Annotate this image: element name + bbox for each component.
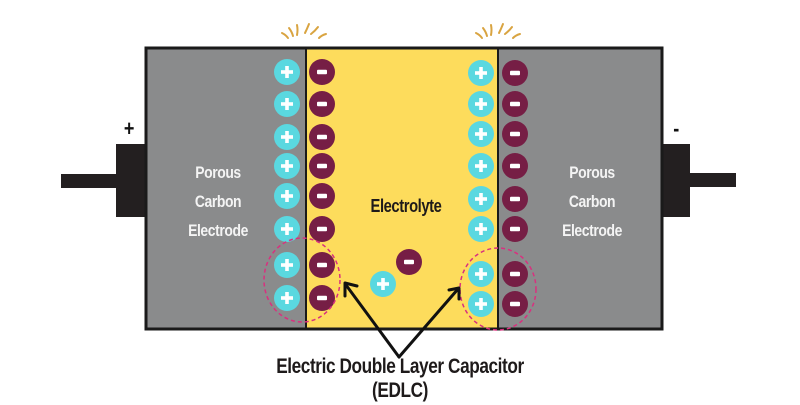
electrolyte-label: Electrolyte (370, 196, 442, 216)
left-electrode-label-line: Porous (195, 163, 241, 182)
right-terminal-plate (663, 144, 690, 217)
negative-ion-icon (502, 291, 528, 317)
negative-ion-icon (309, 153, 335, 179)
left-terminal-plate (116, 144, 146, 217)
positive-ion-icon (274, 91, 300, 117)
right-spark-icon (475, 23, 521, 39)
diagram-caption: Electric Double Layer Capacitor (EDLC) (276, 355, 524, 402)
right-electrode-label-line: Carbon (568, 192, 616, 211)
negative-ion-icon (502, 91, 528, 117)
positive-ion-icon (468, 91, 494, 117)
right-double-layer-highlight (459, 247, 537, 331)
left-electrode-label-line: Electrode (188, 221, 248, 240)
left-electrode-label: Porous Carbon Electrode (169, 158, 267, 245)
free-positive-ion-icon (370, 271, 396, 297)
negative-ion-icon (309, 124, 335, 150)
positive-ion-icon (274, 153, 300, 179)
positive-ion-icon (468, 216, 494, 242)
free-negative-ion-icon (396, 249, 422, 275)
positive-ion-icon (468, 186, 494, 212)
right-arrowhead-icon (447, 286, 461, 301)
negative-ion-icon (502, 60, 528, 86)
right-electrode-label-line: Electrode (562, 221, 622, 240)
right-electrode (498, 48, 662, 329)
left-electrode-label-line: Carbon (194, 192, 242, 211)
negative-ion-icon (309, 59, 335, 85)
negative-ion-icon (309, 252, 335, 278)
positive-ion-icon (468, 291, 494, 317)
positive-ion-icon (274, 285, 300, 311)
pointer-arrows (343, 281, 461, 359)
negative-ion-icon (502, 121, 528, 147)
left-arrowhead-icon (343, 281, 359, 298)
positive-ion-icon (274, 124, 300, 150)
negative-terminal-sign: - (673, 116, 679, 141)
capacitor-outline (144, 46, 664, 331)
positive-ion-icon (274, 216, 300, 242)
left-terminal-wire (61, 174, 118, 188)
negative-ion-icon (502, 261, 528, 287)
negative-ion-icon (309, 91, 335, 117)
electrolyte-region (306, 48, 498, 329)
positive-ion-icon (274, 183, 300, 209)
left-arrow (344, 283, 401, 359)
positive-ion-icon (468, 153, 494, 179)
negative-ion-icon (309, 183, 335, 209)
ions-layer (274, 59, 528, 317)
positive-ion-icon (468, 121, 494, 147)
positive-ion-icon (274, 252, 300, 278)
right-terminal-wire (689, 173, 736, 187)
negative-ion-icon (309, 285, 335, 311)
positive-terminal-sign: + (123, 116, 135, 141)
right-electrode-label-line: Porous (569, 163, 615, 182)
left-double-layer-highlight (263, 237, 341, 323)
right-electrode-label: Porous Carbon Electrode (543, 158, 641, 245)
negative-ion-icon (502, 153, 528, 179)
positive-ion-icon (468, 60, 494, 86)
positive-ion-icon (274, 59, 300, 85)
positive-ion-icon (468, 261, 494, 287)
left-spark-icon (281, 23, 327, 39)
right-arrow (397, 287, 460, 359)
negative-ion-icon (309, 216, 335, 242)
negative-ion-icon (502, 186, 528, 212)
negative-ion-icon (502, 216, 528, 242)
